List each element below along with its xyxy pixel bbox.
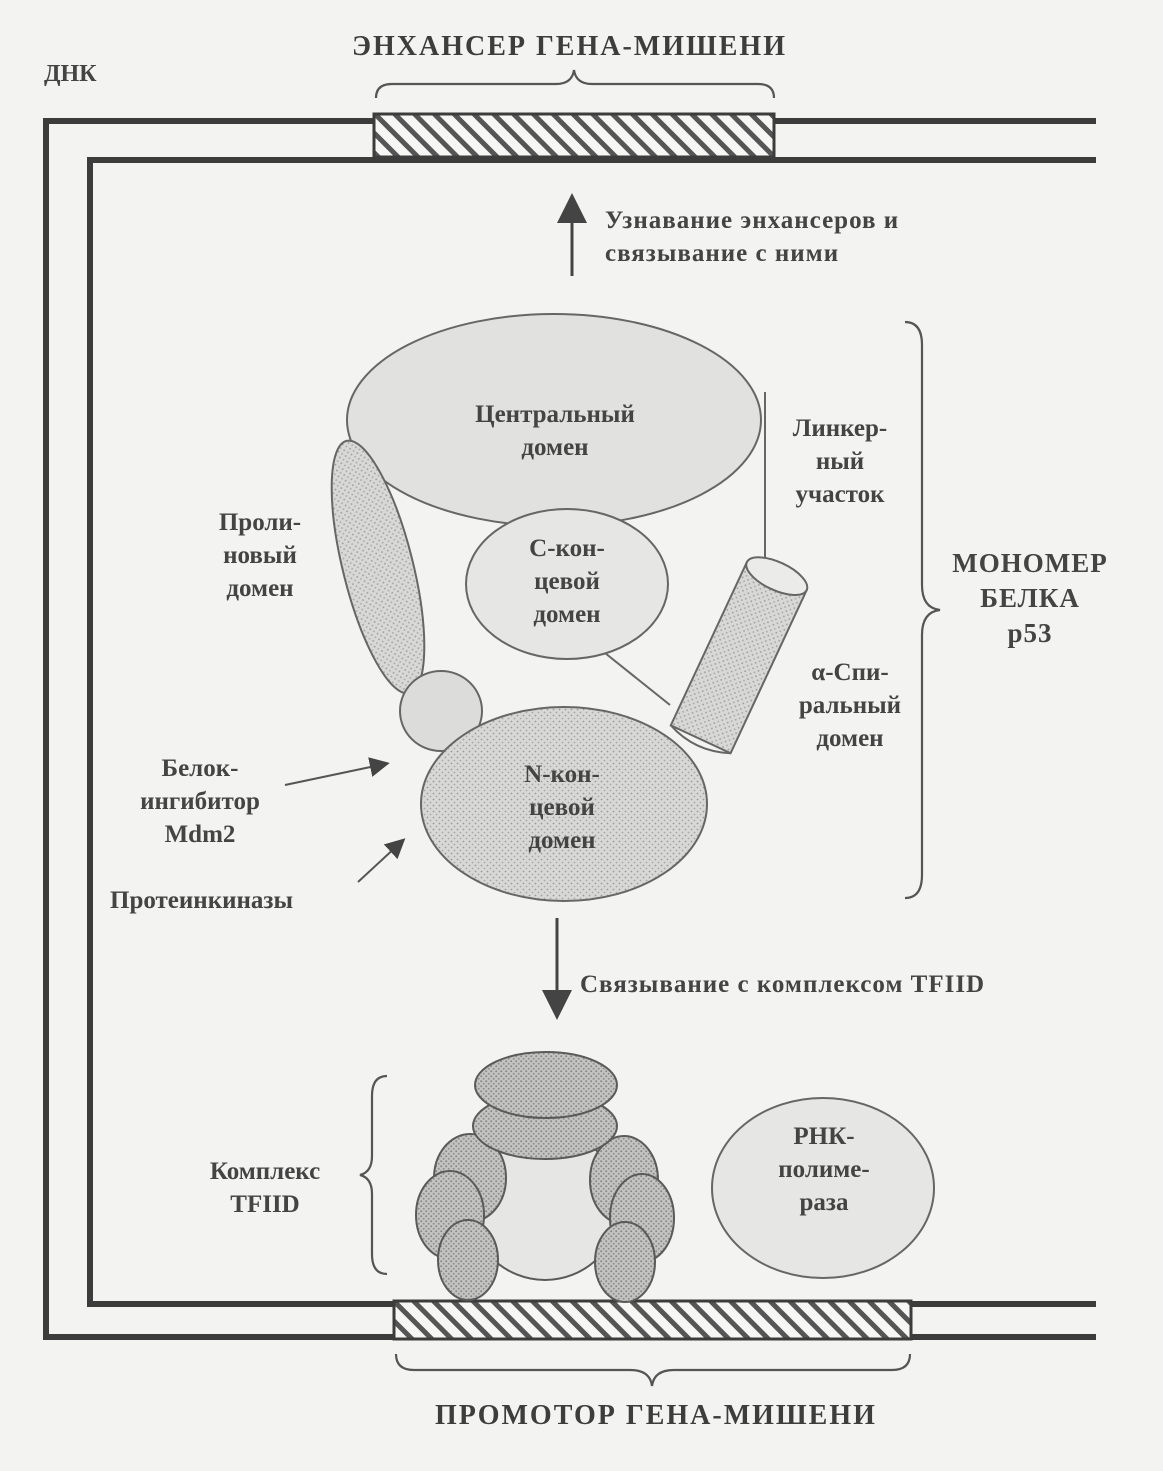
tfiid-complex-label: Комплекс TFIID: [209, 1158, 321, 1218]
c-terminal-domain-shape: [465, 508, 669, 660]
promoter-brace: [394, 1353, 912, 1387]
enhancer-brace: [374, 69, 776, 99]
monomer-label: МОНОМЕР БЕЛКА p53: [952, 548, 1108, 648]
kinases-arrow: [357, 838, 406, 883]
c-terminal-connector: [604, 652, 671, 706]
recognition-label: Узнавание энхансеров и связывание с ними: [605, 207, 900, 267]
monomer-brace: [904, 320, 941, 900]
proline-domain-label: Проли- новый домен: [218, 509, 302, 602]
alpha-helix-domain-shape: [669, 556, 809, 755]
dna-label: ДНК: [44, 61, 97, 87]
tfiid-complex-shape: [415, 1051, 675, 1303]
rna-polymerase-label: РНК- полиме- раза: [778, 1123, 870, 1216]
c-terminal-domain-label: С-кон- цевой домен: [529, 535, 605, 628]
central-domain-label: Центральный домен: [475, 401, 635, 461]
enhancer-block: [372, 112, 776, 159]
binding-tfiid-label: Связывание с комплексом TFIID: [580, 971, 986, 998]
alpha-helix-domain-label: α-Спи- ральный домен: [798, 659, 902, 752]
linker-label: Линкер- ный участок: [792, 415, 888, 508]
n-terminal-domain-shape: [420, 706, 708, 902]
rna-polymerase-shape: [711, 1097, 935, 1279]
n-terminal-domain-label: N-кон- цевой домен: [524, 761, 600, 854]
mdm2-label: Белок- ингибитор Mdm2: [140, 755, 260, 848]
tfiid-brace: [359, 1074, 388, 1276]
promoter-block: [392, 1299, 913, 1341]
protein-kinases-label: Протеинкиназы: [110, 887, 293, 914]
enhancer-label: ЭНХАНСЕР ГЕНА-МИШЕНИ: [352, 31, 787, 62]
promoter-label: ПРОМОТОР ГЕНА-МИШЕНИ: [435, 1400, 877, 1431]
small-link-domain-shape: [399, 670, 483, 752]
mdm2-arrow: [284, 757, 390, 786]
